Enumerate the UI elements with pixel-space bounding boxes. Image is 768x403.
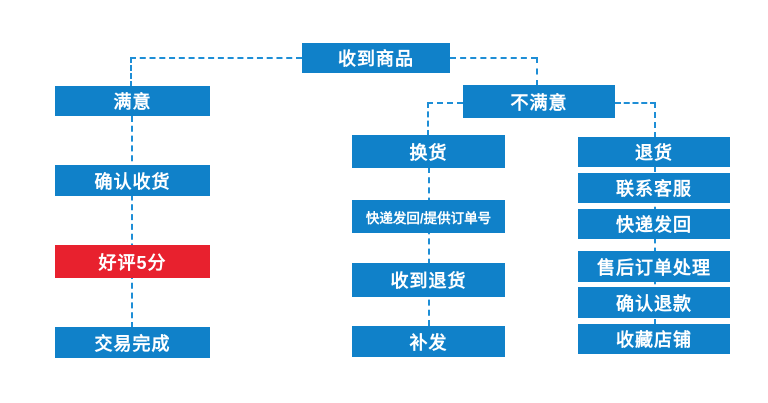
- node-root-label: 收到商品: [338, 49, 414, 69]
- node-received-return: 收到退货: [352, 263, 505, 297]
- connector-unsatisfied-to-return-h: [615, 102, 656, 104]
- node-express-back: 快递发回: [578, 209, 730, 239]
- node-reship-label: 补发: [409, 332, 448, 353]
- node-confirm-refund: 确认退款: [578, 287, 730, 318]
- node-favorite-shop: 收藏店铺: [578, 324, 730, 354]
- node-unsatisfied: 不满意: [463, 85, 615, 118]
- node-five-star-review: 好评5分: [55, 245, 210, 278]
- node-exchange: 换货: [352, 135, 505, 168]
- node-satisfied-label: 满意: [113, 92, 152, 112]
- node-express-back-label: 快递发回: [616, 215, 692, 235]
- node-unsatisfied-label: 不满意: [510, 92, 568, 113]
- connector-unsatisfied-to-exchange-h: [427, 102, 463, 104]
- node-confirm-receipt: 确认收货: [55, 165, 210, 196]
- node-root: 收到商品: [302, 43, 450, 73]
- node-received-return-label: 收到退货: [390, 271, 467, 291]
- node-return-goods: 退货: [578, 137, 730, 167]
- node-deal-complete-label: 交易完成: [94, 333, 171, 354]
- node-deal-complete: 交易完成: [55, 327, 210, 358]
- connector-exchange-column-v: [428, 167, 430, 326]
- node-ship-back-with-order-label: 快递发回/提供订单号: [365, 210, 492, 226]
- connector-return-column-v: [654, 166, 656, 325]
- connector-root-to-unsatisfied-v: [536, 57, 538, 86]
- connector-root-to-unsatisfied-h: [450, 57, 537, 59]
- node-ship-back-with-order: 快递发回/提供订单号: [352, 200, 505, 233]
- node-return-goods-label: 退货: [635, 143, 673, 163]
- node-contact-service-label: 联系客服: [616, 179, 692, 199]
- connector-satisfied-column-v: [131, 116, 133, 328]
- node-exchange-label: 换货: [409, 142, 448, 163]
- node-favorite-shop-label: 收藏店铺: [616, 330, 692, 350]
- node-contact-service: 联系客服: [578, 173, 730, 203]
- node-five-star-review-label: 好评5分: [98, 252, 167, 273]
- connector-unsatisfied-to-return-v: [654, 102, 656, 138]
- node-aftersale-order-label: 售后订单处理: [597, 257, 711, 278]
- node-reship: 补发: [352, 326, 505, 357]
- connector-unsatisfied-to-exchange-v: [427, 102, 429, 136]
- connector-root-to-satisfied-h: [130, 57, 302, 59]
- node-confirm-receipt-label: 确认收货: [94, 171, 171, 192]
- node-satisfied: 满意: [55, 86, 210, 116]
- node-aftersale-order: 售后订单处理: [578, 251, 730, 282]
- connector-root-to-satisfied-v: [130, 57, 132, 87]
- node-confirm-refund-label: 确认退款: [616, 293, 692, 314]
